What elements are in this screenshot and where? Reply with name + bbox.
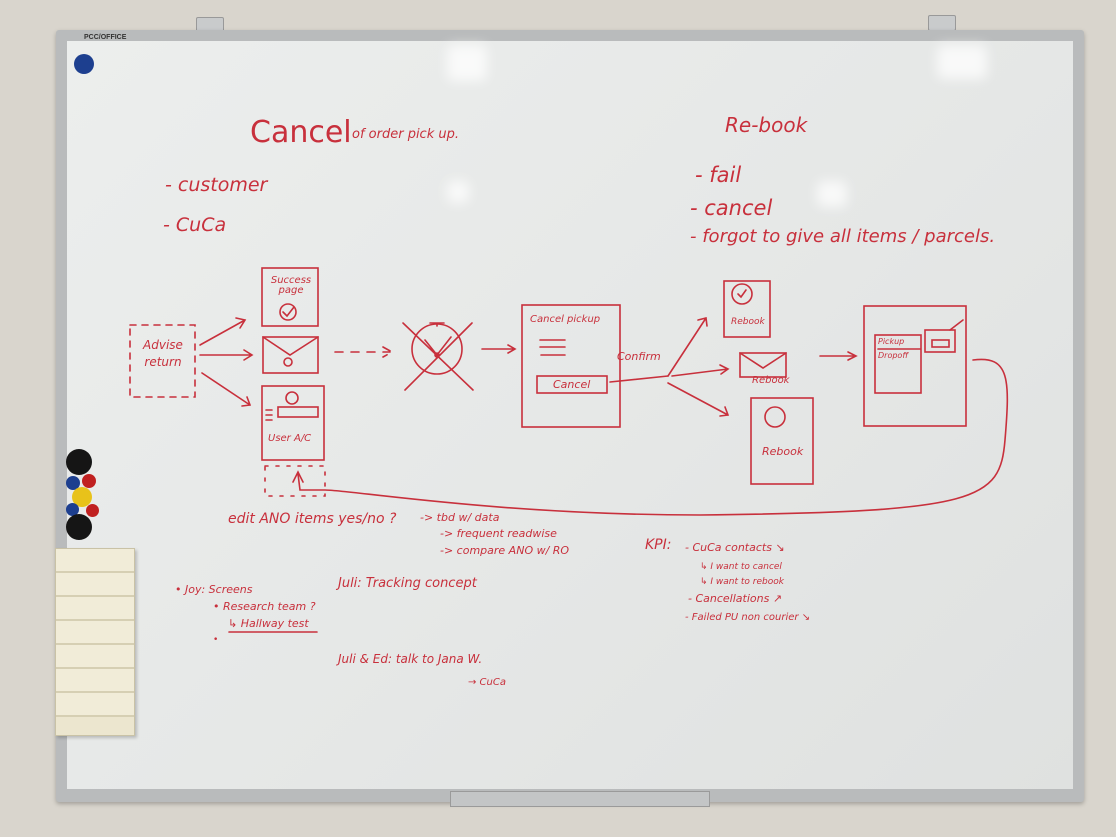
magnet-blue[interactable] (66, 503, 79, 516)
arrow-to-success (199, 317, 247, 346)
cancel-pickup-title: Cancel pickup (530, 314, 601, 325)
joy-note: ↳ Hallway test (228, 617, 309, 630)
joy-note: • Joy: Screens (175, 583, 253, 596)
rebook-item: - forgot to give all items / parcels. (690, 226, 996, 247)
rebook-success-box (723, 280, 771, 338)
cancel-button-label: Cancel (553, 378, 591, 391)
loop-back-line (292, 358, 1009, 516)
arrow-to-options-screen (819, 351, 858, 361)
whiteboard-surface (67, 41, 1073, 789)
user-icon (285, 391, 299, 405)
cancel-item: - customer (165, 174, 268, 196)
cancel-pickup-screen (521, 304, 621, 428)
kpi-item: ↳ I want to cancel (700, 562, 782, 572)
user-account-label: User A/C (268, 433, 312, 444)
rebook-item: - fail (695, 163, 742, 187)
email-box (262, 336, 319, 374)
success-page-label: Success page (270, 275, 312, 296)
cancel-item: - CuCa (163, 214, 227, 236)
advise-return-box (129, 324, 196, 398)
arrow-to-email (199, 349, 254, 361)
arrow-to-rebook-1 (667, 317, 708, 377)
magnet-black[interactable] (66, 449, 92, 475)
arrow-to-cancel-screen (481, 344, 517, 354)
edit-followup: -> frequent readwise (440, 527, 557, 540)
juli-ed-subnote: → CuCa (468, 677, 506, 688)
arrow-to-account (201, 372, 252, 407)
kpi-item: - Failed PU non courier ↘ (685, 612, 811, 623)
user-account-box (261, 385, 325, 461)
juli-note: Juli: Tracking concept (338, 576, 477, 591)
clock-icon (411, 323, 463, 375)
magnet-blue[interactable] (74, 54, 94, 74)
success-page-box (261, 267, 319, 327)
magnet-black[interactable] (66, 514, 92, 540)
arrow-to-rebook-2 (671, 364, 730, 377)
magnet-yellow[interactable] (72, 487, 92, 507)
board-brand: PCC/OFFICE (84, 34, 127, 41)
kpi-item: - CuCa contacts ↘ (685, 541, 785, 554)
kpi-item: ↳ I want to rebook (700, 577, 784, 587)
cancel-heading: Cancel (250, 115, 352, 150)
rebook-heading: Re-book (725, 113, 808, 137)
edit-question-note: edit ANO items yes/no ? (228, 511, 397, 527)
joy-note: • Research team ? (213, 600, 316, 613)
joy-note: • (213, 635, 219, 645)
advise-return-label: Advise return (143, 338, 183, 369)
confirm-line (609, 375, 669, 383)
paper-holder (55, 548, 135, 736)
magnet-blue[interactable] (66, 476, 80, 490)
confirm-label: Confirm (617, 350, 661, 363)
rebook-item: - cancel (690, 196, 773, 220)
magnet-red[interactable] (82, 474, 96, 488)
check-icon (279, 303, 297, 321)
magnet-red[interactable] (86, 504, 99, 517)
edit-followup: -> compare ANO w/ RO (440, 544, 570, 557)
arrow-to-rebook-3 (667, 382, 730, 417)
rebook-email-box (739, 352, 787, 378)
rebook-label: Rebook (752, 375, 790, 386)
rebook-label: Rebook (731, 317, 765, 327)
cancel-subheading: of order pick up. (352, 127, 459, 142)
cancel-button-sketch (536, 375, 608, 394)
kpi-item: - Cancellations ↗ (688, 592, 783, 605)
option-dropoff: Dropoff (878, 351, 909, 360)
juli-ed-note: Juli & Ed: talk to Jana W. (338, 652, 483, 666)
at-icon (283, 357, 293, 367)
dotted-box (264, 465, 326, 497)
dashed-arrow-to-clock (334, 346, 394, 358)
rebook-account-box (750, 397, 814, 485)
options-screen (863, 305, 967, 427)
marker-tray (450, 791, 710, 807)
edit-followup: -> tbd w/ data (420, 511, 500, 524)
option-pickup: Pickup (878, 337, 905, 346)
rebook-label: Rebook (762, 445, 804, 458)
kpi-label: KPI: (645, 537, 672, 553)
